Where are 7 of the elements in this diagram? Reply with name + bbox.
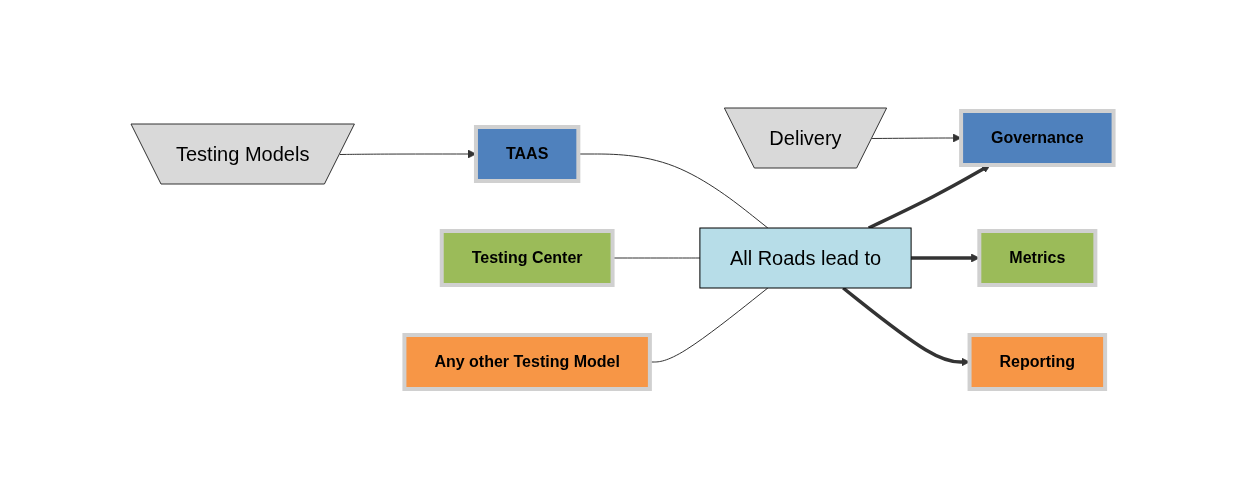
node-box: Metrics <box>977 228 1098 287</box>
node-box: TAAS <box>473 124 581 183</box>
node-box: All Roads lead to <box>699 227 912 288</box>
node-box: Any other Testing Model <box>402 332 652 391</box>
node-box: Testing Center <box>439 228 615 287</box>
node-box: Reporting <box>967 332 1107 391</box>
node-box: Governance <box>958 108 1116 167</box>
